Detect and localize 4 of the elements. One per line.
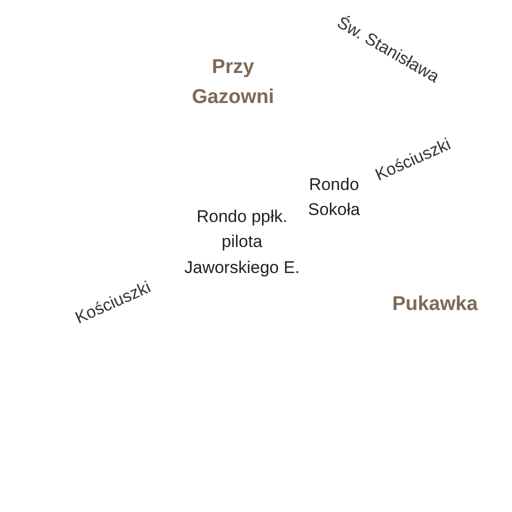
place-name-label: Przy Gazowni xyxy=(190,55,276,110)
roundabout-label: Rondo ppłk. pilota Jaworskiego E. xyxy=(183,206,301,278)
roundabout-label: Rondo Sokoła xyxy=(307,174,361,221)
place-name-label: Pukawka xyxy=(391,292,479,317)
